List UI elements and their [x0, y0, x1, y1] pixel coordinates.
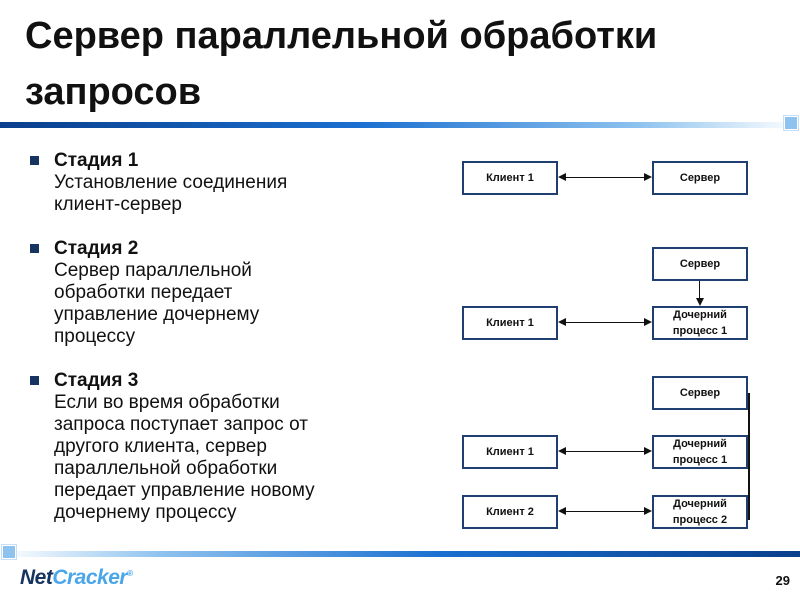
arrow-down-icon	[696, 298, 704, 306]
arrow-right-icon	[644, 507, 652, 515]
server-box: Сервер	[652, 376, 748, 410]
client-box: Клиент 2	[462, 495, 558, 529]
connection-line	[564, 451, 646, 452]
server-box: Сервер	[652, 161, 748, 195]
footer-divider	[0, 545, 800, 559]
client-box: Клиент 1	[462, 161, 558, 195]
server-box: Сервер	[652, 247, 748, 281]
stage-3: Стадия 3 Если во время обработки запроса…	[30, 370, 410, 524]
stage-text: Установление соединения клиент-сервер	[54, 172, 288, 215]
child-process-box: Дочерний процесс 1	[652, 306, 748, 340]
client-box: Клиент 1	[462, 306, 558, 340]
page-number: 29	[775, 573, 790, 588]
arrow-left-icon	[558, 318, 566, 326]
netcracker-logo: NetCracker®	[20, 566, 133, 589]
bullet-icon	[30, 156, 39, 165]
delegation-line	[699, 281, 700, 299]
bullet-icon	[30, 244, 39, 253]
bullet-icon	[30, 376, 39, 385]
stage-title: Стадия 3	[54, 370, 139, 391]
arrow-left-icon	[558, 447, 566, 455]
stage-title: Стадия 1	[54, 150, 139, 171]
connection-line	[564, 322, 646, 323]
stage-text: Сервер параллельной обработки передает у…	[54, 260, 260, 347]
client-box: Клиент 1	[462, 435, 558, 469]
connection-line	[564, 177, 646, 178]
stage-2: Стадия 2 Сервер параллельной обработки п…	[30, 238, 410, 348]
stage-text: Если во время обработки запроса поступае…	[54, 392, 315, 523]
stage-list: Стадия 1 Установление соединения клиент-…	[30, 150, 410, 546]
stage-1: Стадия 1 Установление соединения клиент-…	[30, 150, 410, 216]
arrow-right-icon	[644, 318, 652, 326]
arrow-right-icon	[644, 173, 652, 181]
connection-line	[564, 511, 646, 512]
server-branch-line	[748, 393, 750, 520]
title-divider	[0, 116, 800, 130]
stage-title: Стадия 2	[54, 238, 139, 259]
child-process-box: Дочерний процесс 2	[652, 495, 748, 529]
arrow-right-icon	[644, 447, 652, 455]
arrow-left-icon	[558, 173, 566, 181]
child-process-box: Дочерний процесс 1	[652, 435, 748, 469]
arrow-left-icon	[558, 507, 566, 515]
slide-title: Сервер параллельной обработки запросов	[25, 15, 658, 113]
